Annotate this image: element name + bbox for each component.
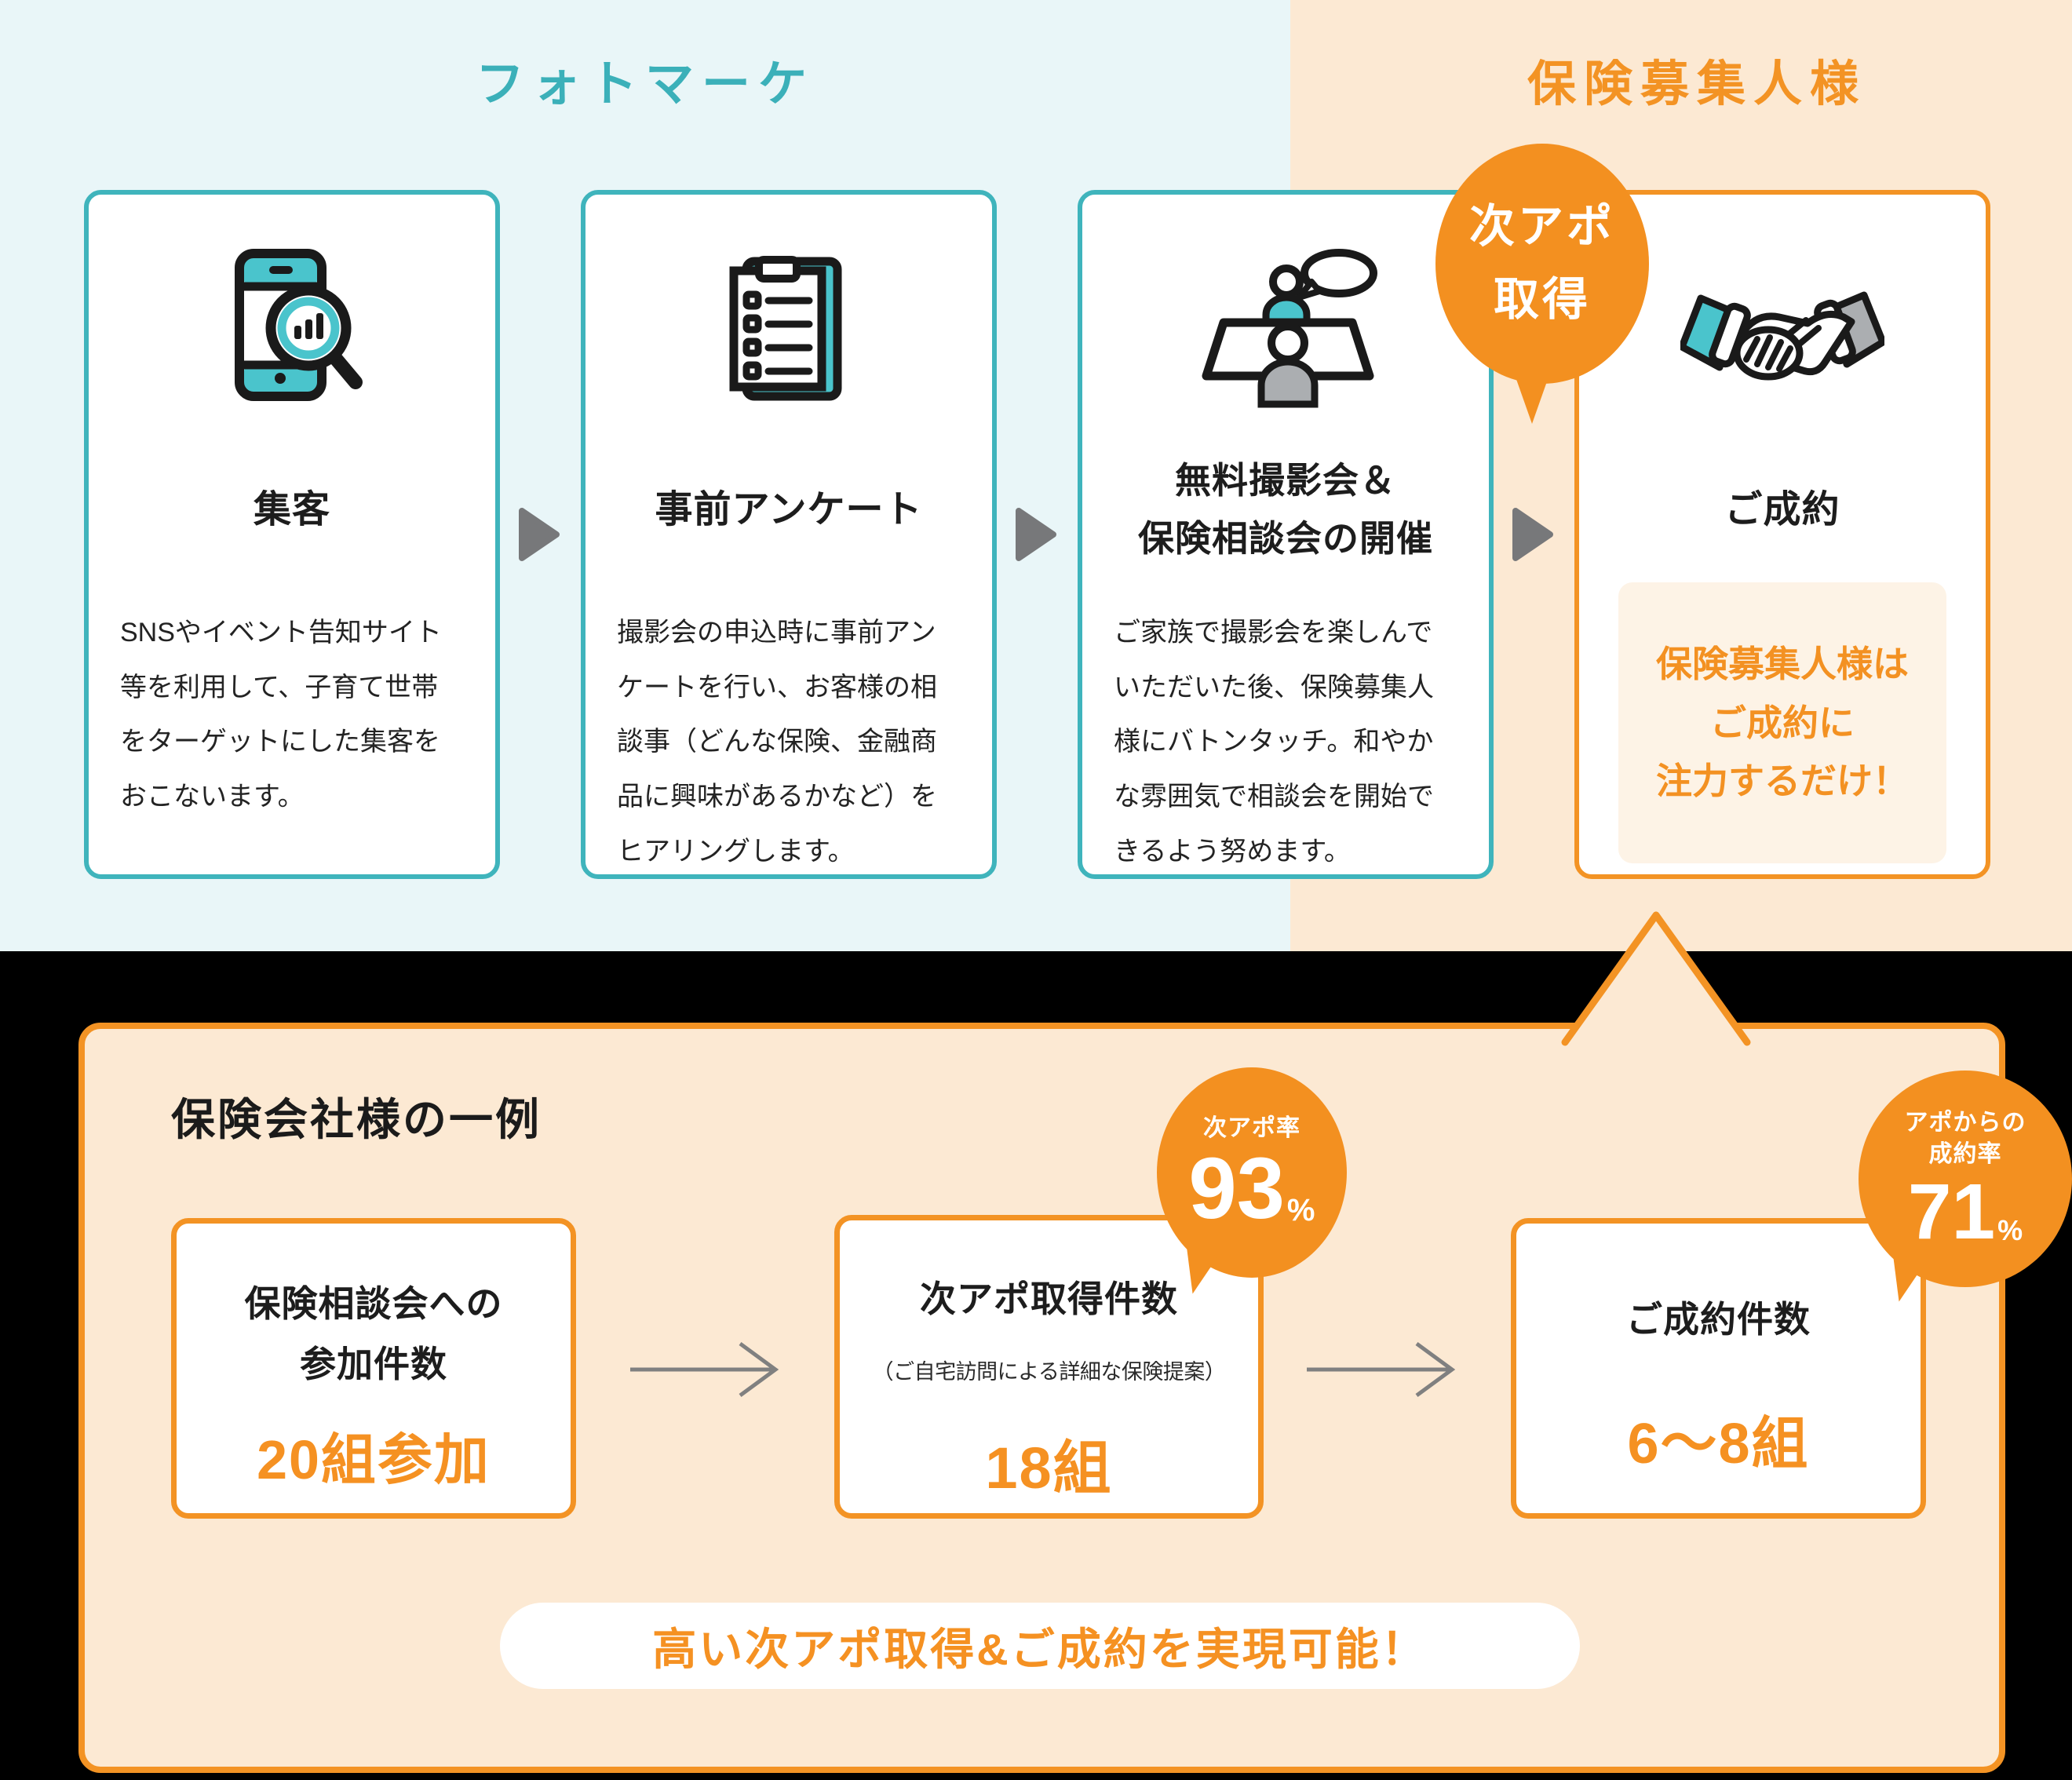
step-title: 集客 xyxy=(95,447,489,573)
step-description: 撮影会の申込時に事前アンケートを行い、お客様の相談事（どんな保険、金融商品に興味… xyxy=(617,618,937,866)
badge-label: 次アポ率 xyxy=(1203,1113,1300,1145)
conclusion-banner: 高い次アポ取得&ご成約を実現可能！ xyxy=(500,1603,1580,1689)
result-title: 保険相談会への 参加件数 xyxy=(245,1274,503,1395)
case-example-title: 保険会社様の一例 xyxy=(171,1095,542,1144)
panel-pointer-triangle xyxy=(1561,911,1751,1049)
smartphone-search-icon xyxy=(89,242,495,418)
badge-label-line1: アポからの xyxy=(1904,1109,2026,1136)
right-triangle-icon xyxy=(1512,508,1553,561)
step-card-contract: ご成約 保険募集人様は ご成約に 注力するだけ！ xyxy=(1574,190,1990,879)
step-description: SNSやイベント告知サイト等を利用して、子育て世帯をターゲットにした集客をおこな… xyxy=(120,618,442,812)
result-value: 18組 xyxy=(985,1435,1113,1501)
result-card-participants: 保険相談会への 参加件数 20組参加 xyxy=(171,1218,576,1519)
flow-arrow-icon xyxy=(1307,1341,1456,1398)
result-title-line1: 保険相談会への xyxy=(244,1283,503,1324)
step-card-attract-customers: 集客 SNSやイベント告知サイト等を利用して、子育て世帯をターゲットにした集客を… xyxy=(84,190,500,879)
result-subtitle: （ご自宅訪問による詳細な保険提案） xyxy=(872,1360,1226,1384)
result-card-next-appointments: 次アポ取得件数 （ご自宅訪問による詳細な保険提案） 18組 xyxy=(834,1215,1264,1519)
result-value: 20組参加 xyxy=(257,1428,491,1490)
step-title: 無料撮影会＆ 保険相談会の開催 xyxy=(1089,447,1483,573)
right-triangle-icon xyxy=(1016,508,1056,561)
badge-number: 93 xyxy=(1188,1140,1285,1238)
photo-session-consultation-icon xyxy=(1082,242,1489,418)
result-title-line2: 参加件数 xyxy=(300,1344,447,1385)
badge-label-line1: 次アポ率 xyxy=(1203,1114,1300,1141)
step-title: ご成約 xyxy=(1585,447,1979,573)
step-title-text: 事前アンケート xyxy=(655,488,923,531)
step-title: 事前アンケート xyxy=(592,447,986,573)
result-value: 6〜8組 xyxy=(1627,1413,1810,1476)
handshake-icon xyxy=(1579,242,1986,418)
flow-arrow-icon xyxy=(630,1341,779,1398)
step-card-photo-session: 無料撮影会＆ 保険相談会の開催 ご家族で撮影会を楽しんでいただいた後、保険募集人… xyxy=(1078,190,1494,879)
result-card-contracts: ご成約件数 6〜8組 xyxy=(1511,1218,1926,1519)
step-title-line1: 無料撮影会＆ xyxy=(1175,460,1396,502)
contract-rate-badge: アポからの 成約率 71 % xyxy=(1859,1071,2072,1305)
next-appointment-bubble: 次アポ 取得 xyxy=(1435,144,1649,384)
flow-section: フォトマーケ 保険募集人様 xyxy=(0,0,2072,951)
step-card-pre-survey: 事前アンケート 撮影会の申込時に事前アンケートを行い、お客様の相談事（どんな保険… xyxy=(581,190,997,879)
badge-number-row: 93 % xyxy=(1189,1146,1315,1232)
highlight-line1: 保険募集人様は xyxy=(1656,644,1909,685)
badge-number: 71 xyxy=(1907,1167,1996,1256)
bubble-line1: 次アポ xyxy=(1468,201,1615,253)
badge-unit: % xyxy=(1997,1213,2023,1246)
highlight-line3: 注力するだけ！ xyxy=(1656,761,1909,802)
bubble-line2: 取得 xyxy=(1493,274,1591,325)
step-title-line2: 保険相談会の開催 xyxy=(1138,518,1433,559)
badge-unit: % xyxy=(1286,1193,1315,1228)
result-title: 次アポ取得件数 xyxy=(920,1278,1178,1319)
step-description: ご家族で撮影会を楽しんでいただいた後、保険募集人様にバトンタッチ。和やかな雰囲気… xyxy=(1114,618,1434,866)
next-appointment-rate-badge: 次アポ率 93 % xyxy=(1157,1067,1347,1297)
step-title-text: ご成約 xyxy=(1724,488,1840,531)
badge-label-line2: 成約率 xyxy=(1928,1141,2002,1167)
survey-clipboard-icon xyxy=(585,242,992,418)
photomarke-title: フォトマーケ xyxy=(475,57,815,111)
badge-label: アポからの 成約率 xyxy=(1905,1107,2026,1171)
result-title: ご成約件数 xyxy=(1626,1299,1811,1340)
insurance-agent-title: 保険募集人様 xyxy=(1527,57,1866,111)
contract-highlight-note: 保険募集人様は ご成約に 注力するだけ！ xyxy=(1618,582,1946,863)
step-title-text: 集客 xyxy=(253,488,330,531)
highlight-line2: ご成約に xyxy=(1710,702,1855,743)
right-triangle-icon xyxy=(519,508,560,561)
badge-number-row: 71 % xyxy=(1908,1173,2023,1251)
